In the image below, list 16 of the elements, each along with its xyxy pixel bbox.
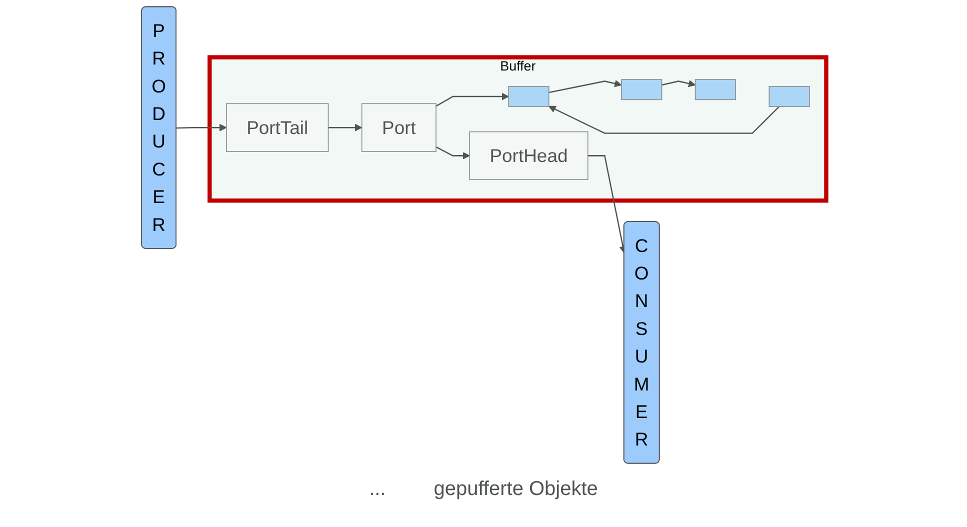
node-box xyxy=(694,79,736,100)
arrow xyxy=(176,124,226,132)
node-box: Port xyxy=(361,103,436,152)
node-box xyxy=(620,79,662,100)
arrow xyxy=(435,92,509,107)
arrow xyxy=(661,80,696,88)
node-box xyxy=(768,86,810,107)
arrow xyxy=(328,124,362,132)
node-box: PortTail xyxy=(226,103,328,152)
arrow xyxy=(435,146,470,160)
arrow xyxy=(548,80,622,94)
note-text: gepufferte Objekte xyxy=(434,478,598,500)
arrow xyxy=(548,106,780,134)
node-box xyxy=(508,86,549,107)
note-text: ... xyxy=(369,478,386,500)
node-box: PortHead xyxy=(468,131,588,180)
